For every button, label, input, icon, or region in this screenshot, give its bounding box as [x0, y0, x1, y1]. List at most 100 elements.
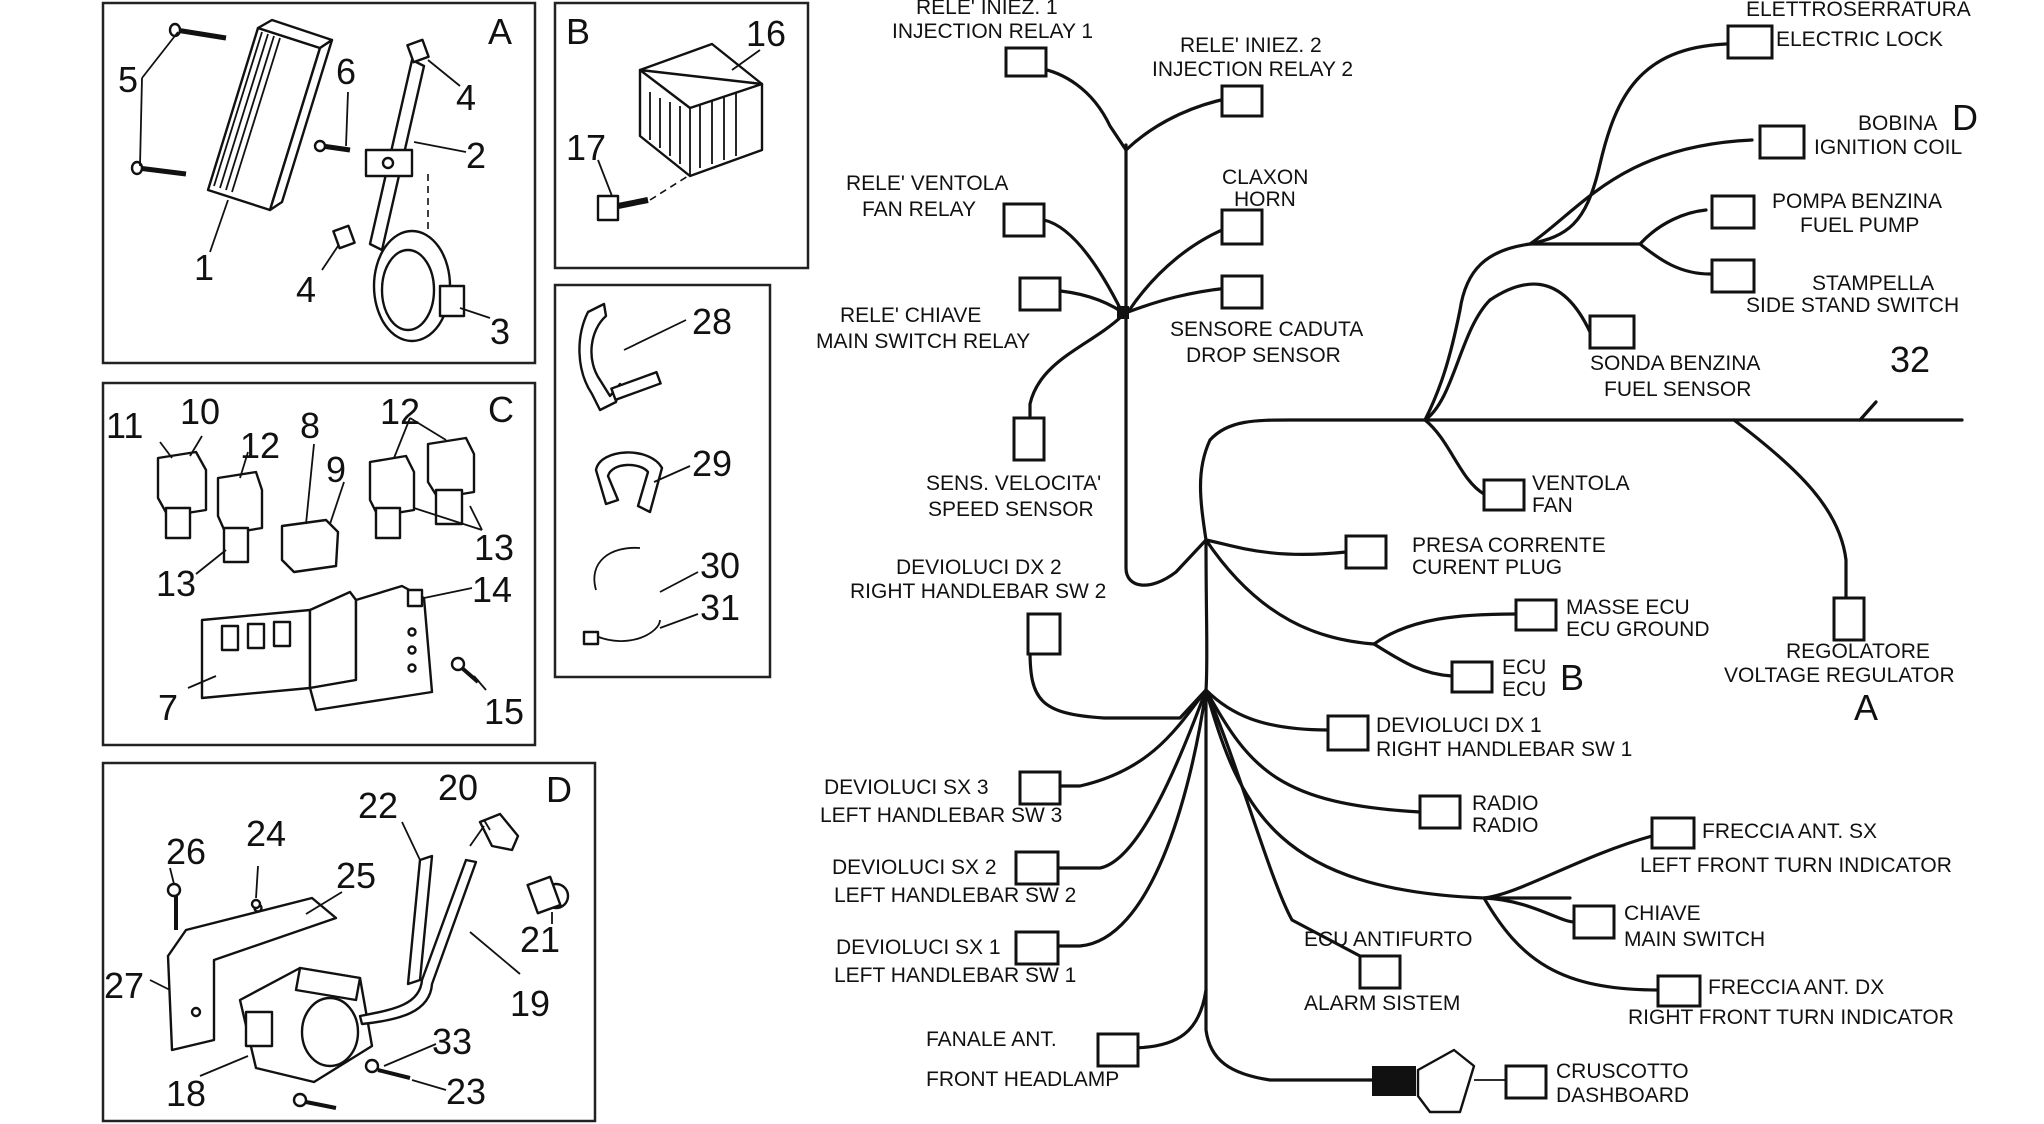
panel-b-letter: B [566, 11, 590, 52]
callout-5: 5 [118, 59, 138, 100]
connector-box [1096, 1032, 1140, 1068]
relay-holder-part [200, 584, 434, 712]
callout-29: 29 [692, 443, 732, 484]
cable-tie-part [594, 451, 664, 514]
callout-23: 23 [446, 1071, 486, 1112]
label-it: SENSORE CADUTA [1170, 318, 1363, 341]
clip-part [332, 224, 356, 250]
callout-15: 15 [484, 691, 524, 732]
callout-30: 30 [700, 545, 740, 586]
dashboard-plug-part [1372, 1048, 1506, 1114]
callout-12-left: 12 [240, 425, 280, 466]
connector-injection-relay-1: RELE' INIEZ. 1 INJECTION RELAY 1 [892, 0, 1093, 78]
connector-left-handlebar-sw-2: DEVIOLUCI SX 2 LEFT HANDLEBAR SW 2 [832, 850, 1076, 907]
connector-dashboard: CRUSCOTTO DASHBOARD [1504, 1060, 1689, 1107]
label-en: MAIN SWITCH RELAY [816, 330, 1030, 353]
callout-1: 1 [194, 247, 214, 288]
label-it: CRUSCOTTO [1556, 1060, 1689, 1083]
connector-speed-sensor: SENS. VELOCITA' SPEED SENSOR [926, 416, 1101, 521]
label-it: DEVIOLUCI SX 3 [824, 776, 989, 799]
connector-box [1758, 124, 1806, 160]
control-unit-part [206, 18, 334, 212]
fuse-box-part [280, 518, 340, 574]
connector-box [1220, 274, 1264, 310]
label-it: SONDA BENZINA [1590, 352, 1760, 375]
label-en: DASHBOARD [1556, 1084, 1689, 1107]
screw-part [166, 882, 182, 930]
connector-box [1220, 208, 1264, 246]
cable-clamp-part [578, 302, 662, 412]
label-en: LEFT HANDLEBAR SW 1 [834, 964, 1076, 987]
ecu-module-part [638, 42, 764, 178]
callout-7: 7 [158, 687, 178, 728]
connector-horn: CLAXON HORN [1220, 166, 1308, 246]
label-en: IGNITION COIL [1814, 136, 1962, 159]
label-en: RIGHT FRONT TURN INDICATOR [1628, 1006, 1954, 1029]
callout-24: 24 [246, 813, 286, 854]
label-it: ELETTROSERRATURA [1746, 0, 1971, 21]
callout-4-top: 4 [456, 77, 476, 118]
connector-main-switch-relay: RELE' CHIAVE MAIN SWITCH RELAY [816, 276, 1062, 353]
label-it: SENS. VELOCITA' [926, 472, 1101, 495]
panel-b: B 16 17 [553, 1, 810, 270]
connector-box [1014, 930, 1060, 966]
connector-box [1358, 954, 1402, 990]
connector-box [1220, 84, 1264, 118]
label-it: DEVIOLUCI DX 2 [896, 556, 1062, 579]
connector-box [1514, 598, 1558, 632]
ignition-coil-part [238, 966, 374, 1084]
callout-12-right: 12 [380, 391, 420, 432]
connector-box [1026, 612, 1062, 656]
connector-fan: VENTOLA FAN [1482, 472, 1630, 517]
hose-clamp-part [582, 547, 661, 646]
connector-right-front-turn-indicator: FRECCIA ANT. DX RIGHT FRONT TURN INDICAT… [1628, 974, 1954, 1029]
relay-part [156, 450, 208, 540]
connector-box [1482, 478, 1526, 512]
screw-part [596, 175, 689, 222]
label-en: CURENT PLUG [1412, 556, 1562, 579]
connector-left-handlebar-sw-3: DEVIOLUCI SX 3 LEFT HANDLEBAR SW 3 [820, 770, 1062, 827]
label-it: POMPA BENZINA [1772, 190, 1942, 213]
label-en: LEFT HANDLEBAR SW 2 [834, 884, 1076, 907]
spark-plug-cap-part [469, 812, 520, 852]
label-it: DEVIOLUCI SX 1 [836, 936, 1001, 959]
connector-right-handlebar-sw-2: DEVIOLUCI DX 2 RIGHT HANDLEBAR SW 2 [850, 556, 1106, 656]
connector-ecu-ground: MASSE ECU ECU GROUND [1514, 596, 1710, 641]
connector-box [1018, 276, 1062, 312]
label-en: MAIN SWITCH [1624, 928, 1765, 951]
connector-ignition-coil: BOBINA IGNITION COIL [1758, 112, 1962, 160]
callout-32: 32 [1890, 339, 1930, 380]
label-it: FANALE ANT. [926, 1028, 1057, 1051]
connector-box [1344, 534, 1388, 570]
connector-fuel-pump: POMPA BENZINA FUEL PUMP [1710, 190, 1942, 237]
label-it: ECU [1502, 656, 1546, 679]
label-en: ALARM SISTEM [1304, 992, 1460, 1015]
callout-8: 8 [300, 405, 320, 446]
label-it: DEVIOLUCI SX 2 [832, 856, 997, 879]
connector-box [1726, 24, 1774, 60]
nut-part [250, 898, 262, 910]
label-en: LEFT FRONT TURN INDICATOR [1640, 854, 1952, 877]
label-en: ECU [1502, 678, 1546, 701]
marker-a: A [1854, 687, 1878, 728]
screw-part [450, 656, 480, 684]
label-en: FUEL PUMP [1800, 214, 1919, 237]
callout-16: 16 [746, 13, 786, 54]
label-en: SIDE STAND SWITCH [1746, 294, 1959, 317]
connector-part [526, 875, 570, 915]
label-en: FAN [1532, 494, 1573, 517]
connector-box [1710, 258, 1756, 294]
bracket-part [313, 58, 426, 252]
callout-31: 31 [700, 587, 740, 628]
connector-electric-lock: ELETTROSERRATURA ELECTRIC LOCK [1726, 0, 1971, 60]
connector-left-front-turn-indicator: FRECCIA ANT. SX LEFT FRONT TURN INDICATO… [1640, 816, 1952, 877]
marker-d: D [1952, 97, 1978, 138]
callout-10: 10 [180, 391, 220, 432]
relay-part [216, 470, 264, 564]
connector-right-handlebar-sw-1: DEVIOLUCI DX 1 RIGHT HANDLEBAR SW 1 [1326, 714, 1632, 761]
callout-17: 17 [566, 127, 606, 168]
label-it: RADIO [1472, 792, 1539, 815]
label-en: LEFT HANDLEBAR SW 3 [820, 804, 1062, 827]
connector-box [1418, 794, 1462, 830]
relay-part [368, 454, 416, 540]
